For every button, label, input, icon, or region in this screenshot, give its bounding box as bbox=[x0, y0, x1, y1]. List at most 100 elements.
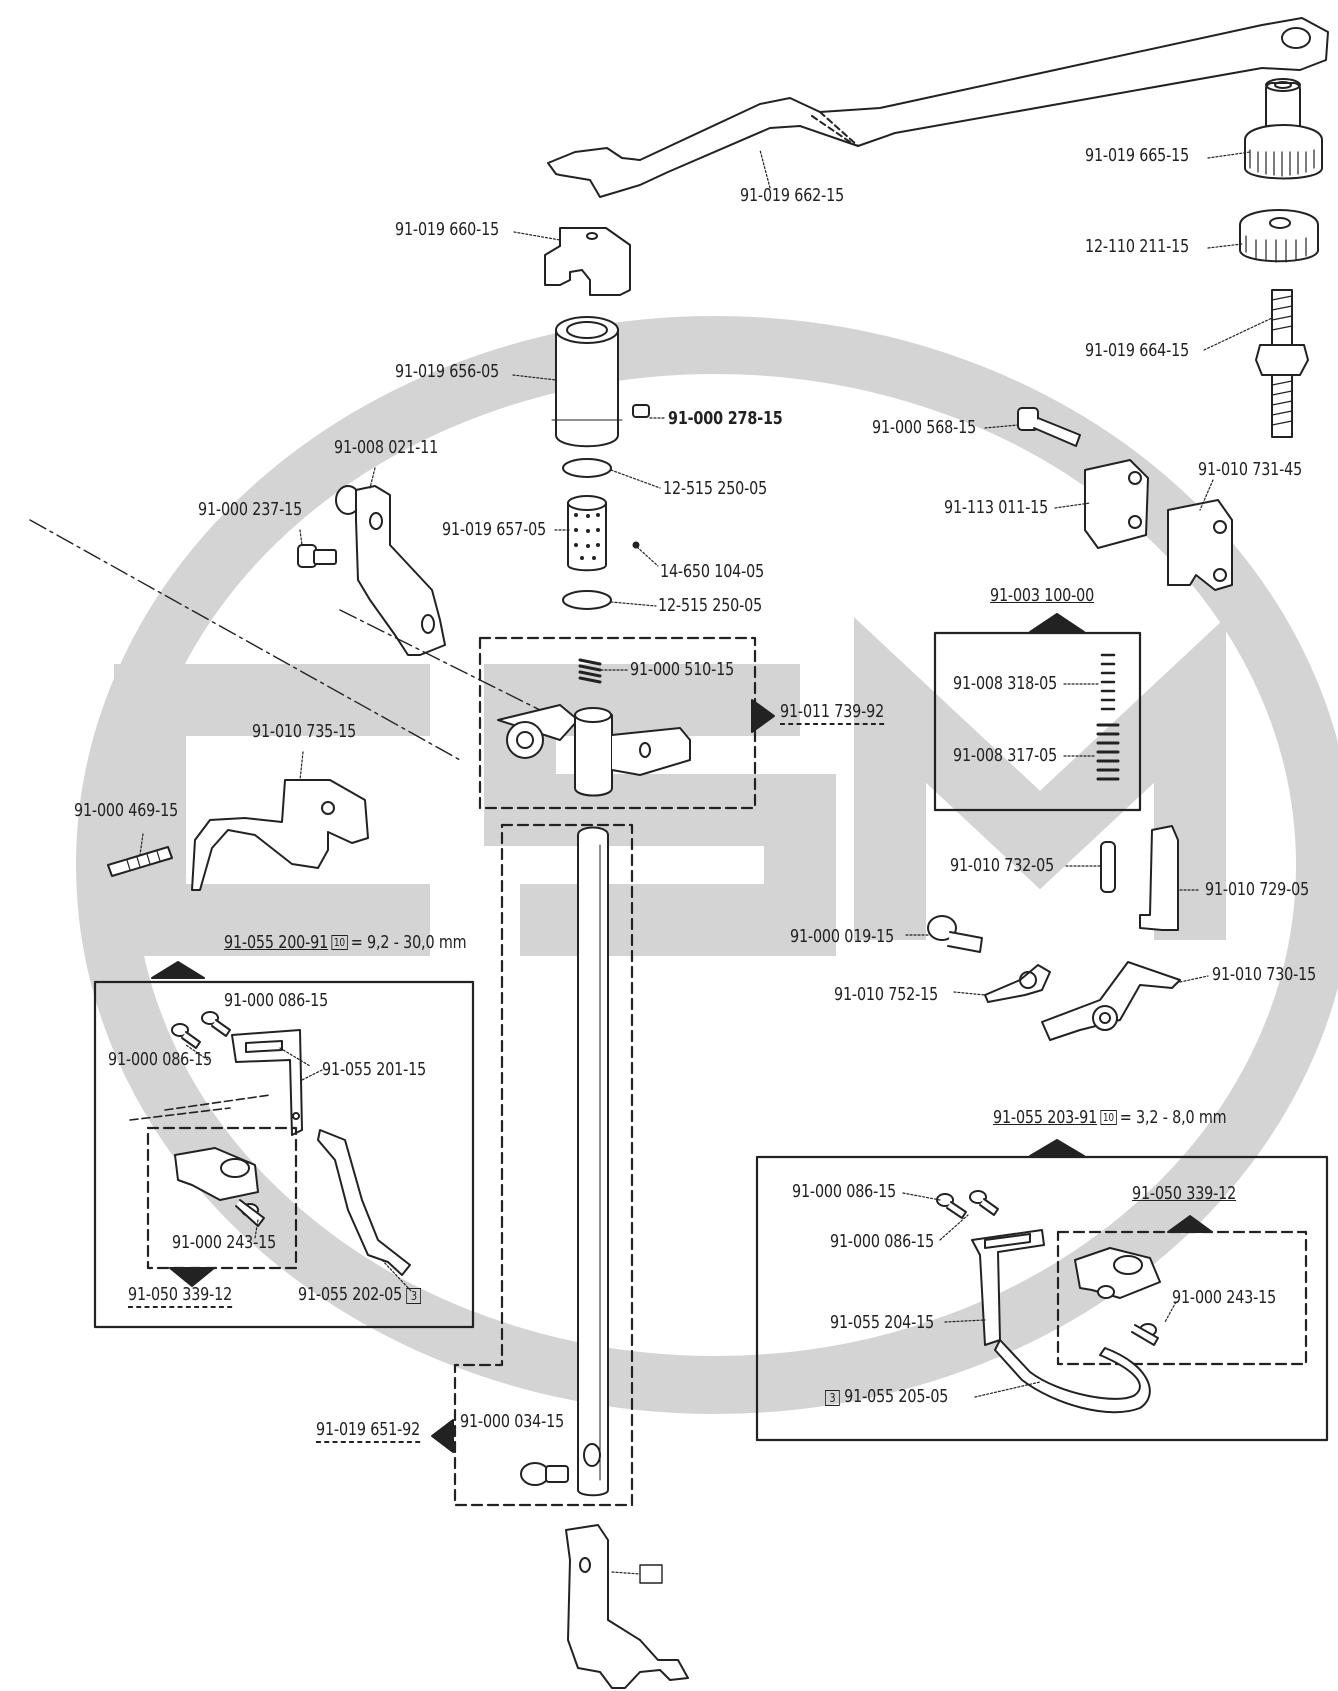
left-kit-range: = 9,2 - 30,0 mm bbox=[350, 933, 467, 953]
right-kit-part: 91-055 203-91 bbox=[993, 1108, 1098, 1128]
right-clamp-box bbox=[1056, 1230, 1308, 1366]
left-kit-part: 91-055 200-91 bbox=[224, 933, 329, 953]
presser-foot-part bbox=[565, 1524, 689, 1689]
label-plate-113: 91-113 011-15 bbox=[944, 498, 1049, 518]
label-ring-upper: 12-515 250-05 bbox=[663, 479, 768, 499]
presser-bar-part bbox=[577, 826, 609, 1497]
right-kit-guide-blade: 91-055 205-05 bbox=[844, 1387, 949, 1407]
label-blade-729: 91-010 729-05 bbox=[1205, 880, 1310, 900]
label-presser-assembly: 91-011 739-92 bbox=[780, 703, 884, 725]
left-clamp-box bbox=[146, 1126, 298, 1270]
left-guide-bracket-part bbox=[231, 1029, 303, 1136]
left-kit-arrow bbox=[151, 961, 205, 979]
ring-upper-part bbox=[562, 458, 612, 478]
left-kit-screw-a-label: 91-000 086-15 bbox=[224, 991, 329, 1011]
threaded-pin-part bbox=[107, 846, 173, 877]
label-knurled-nut-top: 91-019 665-15 bbox=[1085, 146, 1190, 166]
left-kit-screw-b-label: 91-000 086-15 bbox=[108, 1050, 213, 1070]
left-kit-guide-blade: 91-055 202-05 bbox=[298, 1285, 403, 1305]
label-wrench: 91-019 662-15 bbox=[740, 186, 845, 206]
label-knurled-nut: 12-110 211-15 bbox=[1085, 237, 1190, 257]
spring-small-part bbox=[578, 658, 602, 684]
right-kit-screw-b-label: 91-000 086-15 bbox=[830, 1232, 935, 1252]
label-latch-752: 91-010 752-15 bbox=[834, 985, 939, 1005]
right-kit-guide-blade-code: 3 bbox=[825, 1390, 840, 1406]
spring-kit-arrow bbox=[1029, 613, 1085, 633]
blade-729-part bbox=[1139, 825, 1179, 931]
label-bracket-clip: 91-019 660-15 bbox=[395, 220, 500, 240]
right-kit-clamp-screw-label: 91-000 243-15 bbox=[1172, 1288, 1277, 1308]
label-screw-568: 91-000 568-15 bbox=[872, 418, 977, 438]
left-guide-blade-part bbox=[317, 1129, 411, 1276]
ring-lower-part bbox=[562, 590, 612, 610]
bracket-731-part bbox=[1167, 499, 1233, 591]
bar-screw-part bbox=[520, 1462, 569, 1486]
plate-113-part bbox=[1084, 459, 1149, 549]
arm-screw-part bbox=[297, 544, 337, 568]
right-kit-clamp-part-label: 91-050 339-12 bbox=[1132, 1184, 1237, 1204]
watermark-letters bbox=[114, 617, 1226, 956]
knurled-nut-part bbox=[1239, 209, 1319, 263]
set-screw-small-part bbox=[632, 404, 650, 418]
screw-568-part bbox=[1017, 407, 1081, 447]
label-lever-730: 91-010 730-15 bbox=[1212, 965, 1317, 985]
centerline-2 bbox=[339, 609, 561, 721]
watermark-logo bbox=[76, 316, 1338, 1414]
label-bracket-731: 91-010 731-45 bbox=[1198, 460, 1303, 480]
right-clamp-arrow bbox=[1167, 1215, 1213, 1233]
bushing-part bbox=[551, 316, 623, 448]
spring-317-part bbox=[1096, 723, 1120, 781]
label-presser-bar: 91-019 651-92 bbox=[316, 1421, 420, 1443]
label-bar-screw: 91-000 034-15 bbox=[460, 1412, 565, 1432]
left-kit-guide-bracket-label: 91-055 201-15 bbox=[322, 1060, 427, 1080]
label-ring-lower: 12-515 250-05 bbox=[658, 596, 763, 616]
right-guide-blade-part bbox=[994, 1339, 1151, 1414]
left-kit-box bbox=[93, 980, 475, 1329]
centerline bbox=[29, 519, 461, 761]
presser-bar-box bbox=[453, 823, 634, 1507]
left-kit-clamp-screw-label: 91-000 243-15 bbox=[172, 1233, 277, 1253]
latch-752-part bbox=[984, 964, 1051, 1003]
label-felt-sleeve: 91-019 657-05 bbox=[442, 520, 547, 540]
label-lifting-lever: 91-010 735-15 bbox=[252, 722, 357, 742]
leader-lines bbox=[139, 149, 1273, 1575]
label-spring-317: 91-008 317-05 bbox=[953, 746, 1058, 766]
screw-019-part bbox=[927, 915, 983, 953]
right-kit-code: 10 bbox=[1100, 1110, 1117, 1125]
spring-318-part bbox=[1100, 653, 1116, 711]
left-kit-guide-blade-label: 91-055 202-05 3 bbox=[298, 1285, 422, 1305]
label-threaded-pin: 91-000 469-15 bbox=[74, 801, 179, 821]
ball-part bbox=[632, 541, 640, 549]
right-kit-guide-blade-label: 3 91-055 205-05 bbox=[825, 1387, 949, 1407]
right-kit-range: = 3,2 - 8,0 mm bbox=[1119, 1108, 1227, 1128]
lever-arm-part bbox=[335, 485, 446, 656]
lifting-lever-part bbox=[191, 779, 369, 891]
wrench-part bbox=[547, 17, 1329, 198]
presser-foot-code-box bbox=[639, 1564, 663, 1584]
left-clamp-part bbox=[174, 1147, 265, 1227]
right-kit-guide-bracket-label: 91-055 204-15 bbox=[830, 1313, 935, 1333]
left-kit-clamp-part-label: 91-050 339-12 bbox=[128, 1286, 232, 1308]
knurled-nut-top-part bbox=[1244, 78, 1323, 180]
label-ball: 14-650 104-05 bbox=[660, 562, 765, 582]
label-spring-318: 91-008 318-05 bbox=[953, 674, 1058, 694]
right-guide-bracket-part bbox=[971, 1229, 1045, 1346]
stud-screw-part bbox=[1255, 289, 1309, 438]
label-arm-screw: 91-000 237-15 bbox=[198, 500, 303, 520]
label-stud-screw: 91-019 664-15 bbox=[1085, 341, 1190, 361]
pin-732-part bbox=[1100, 841, 1116, 893]
lever-730-part bbox=[1041, 961, 1181, 1041]
left-screw-a-part bbox=[171, 1011, 231, 1049]
felt-sleeve-part bbox=[567, 495, 607, 572]
left-kit-guide-blade-code: 3 bbox=[406, 1288, 422, 1304]
left-clamp-arrow bbox=[169, 1267, 215, 1287]
label-set-screw-small: 91-000 278-15 bbox=[668, 409, 783, 429]
bracket-clip-part bbox=[544, 227, 631, 296]
label-screw-019: 91-000 019-15 bbox=[790, 927, 895, 947]
left-kit-code: 10 bbox=[331, 935, 348, 950]
presser-bar-arrow bbox=[431, 1419, 454, 1453]
presser-guide-part bbox=[497, 704, 691, 797]
